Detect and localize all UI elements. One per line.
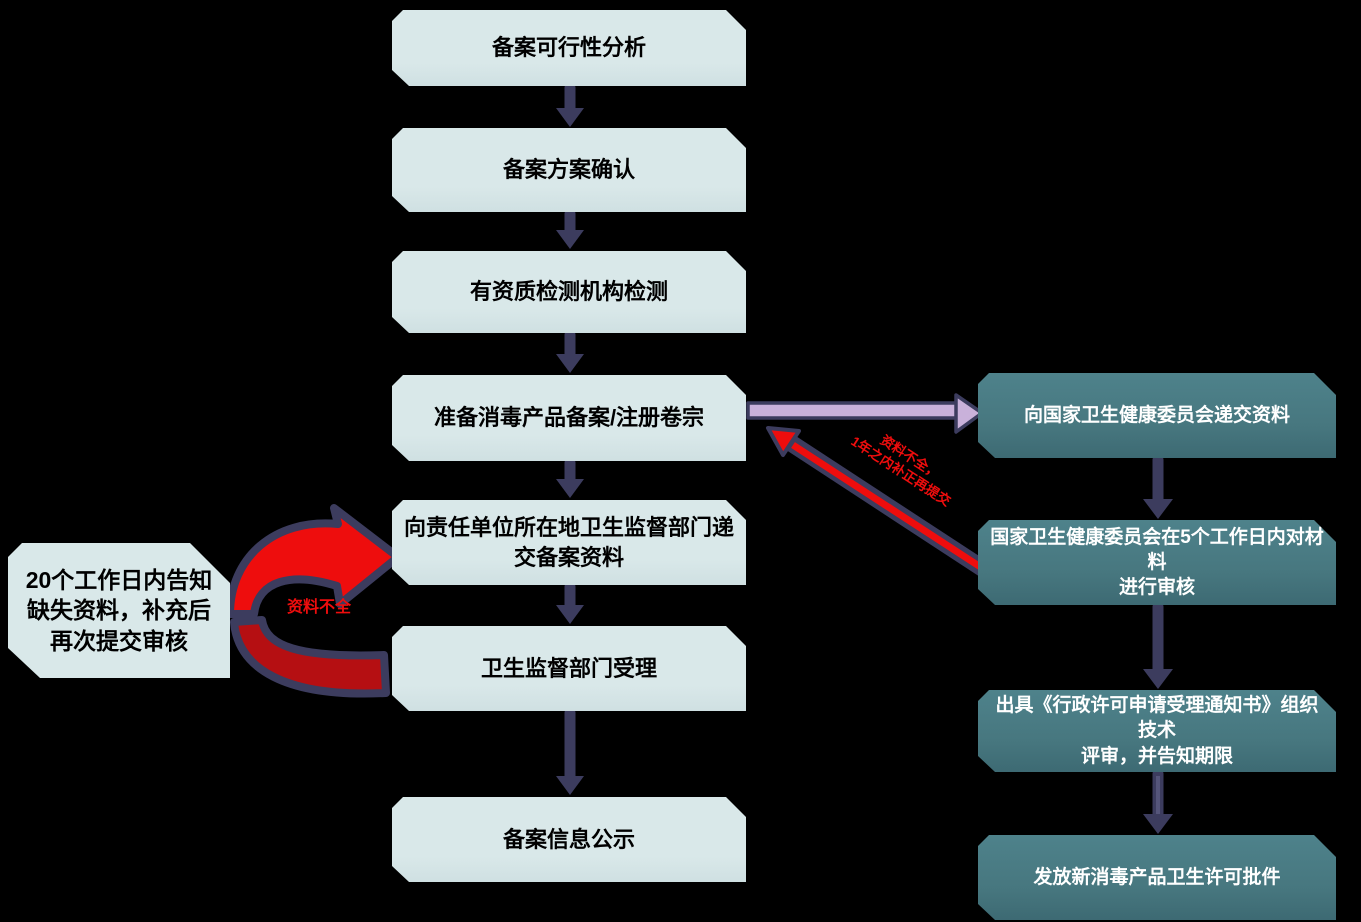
- step-feasibility-analysis: 备案可行性分析: [392, 10, 746, 86]
- arrow-main-2-3: [556, 208, 584, 249]
- curved-arrow-upper-band: [226, 504, 402, 618]
- arrow-main-5-6: [556, 581, 584, 624]
- arrow-right-2-3: [1143, 601, 1173, 689]
- arrow-right-3-4: [1143, 768, 1173, 834]
- arrow-incomplete-return-diagonal: [766, 426, 990, 578]
- curved-arrow-lower-band: [230, 616, 390, 698]
- step-health-dept-acceptance: 卫生监督部门受理: [392, 626, 746, 711]
- step-nhc-review-5-days: 国家卫生健康委员会在5个工作日内对材料 进行审核: [978, 520, 1336, 605]
- step-prepare-dossier: 准备消毒产品备案/注册卷宗: [392, 375, 746, 461]
- arrow-right-1-2: [1143, 454, 1173, 519]
- step-issue-acceptance-notice: 出具《行政许可申请受理通知书》组织技术 评审，并告知期限: [978, 690, 1336, 772]
- step-qualified-testing: 有资质检测机构检测: [392, 251, 746, 333]
- label-incomplete-materials: 资料不全: [286, 599, 351, 616]
- arrow-main-6-7: [556, 707, 584, 795]
- step-issue-hygiene-license: 发放新消毒产品卫生许可批件: [978, 835, 1336, 920]
- step-submit-local-health-dept: 向责任单位所在地卫生监督部门递 交备案资料: [392, 500, 746, 585]
- arrow-main-4-5: [556, 457, 584, 498]
- step-submit-nhc: 向国家卫生健康委员会递交资料: [978, 373, 1336, 458]
- arrow-dossier-to-nhc: [746, 393, 984, 434]
- step-plan-confirmation: 备案方案确认: [392, 128, 746, 212]
- note-20-working-days: 20个工作日内告知 缺失资料，补充后 再次提交审核: [8, 543, 230, 678]
- step-filing-publicity: 备案信息公示: [392, 797, 746, 882]
- arrow-main-1-2: [556, 82, 584, 127]
- arrow-incomplete-loop-curved: [226, 504, 402, 698]
- arrow-main-3-4: [556, 329, 584, 373]
